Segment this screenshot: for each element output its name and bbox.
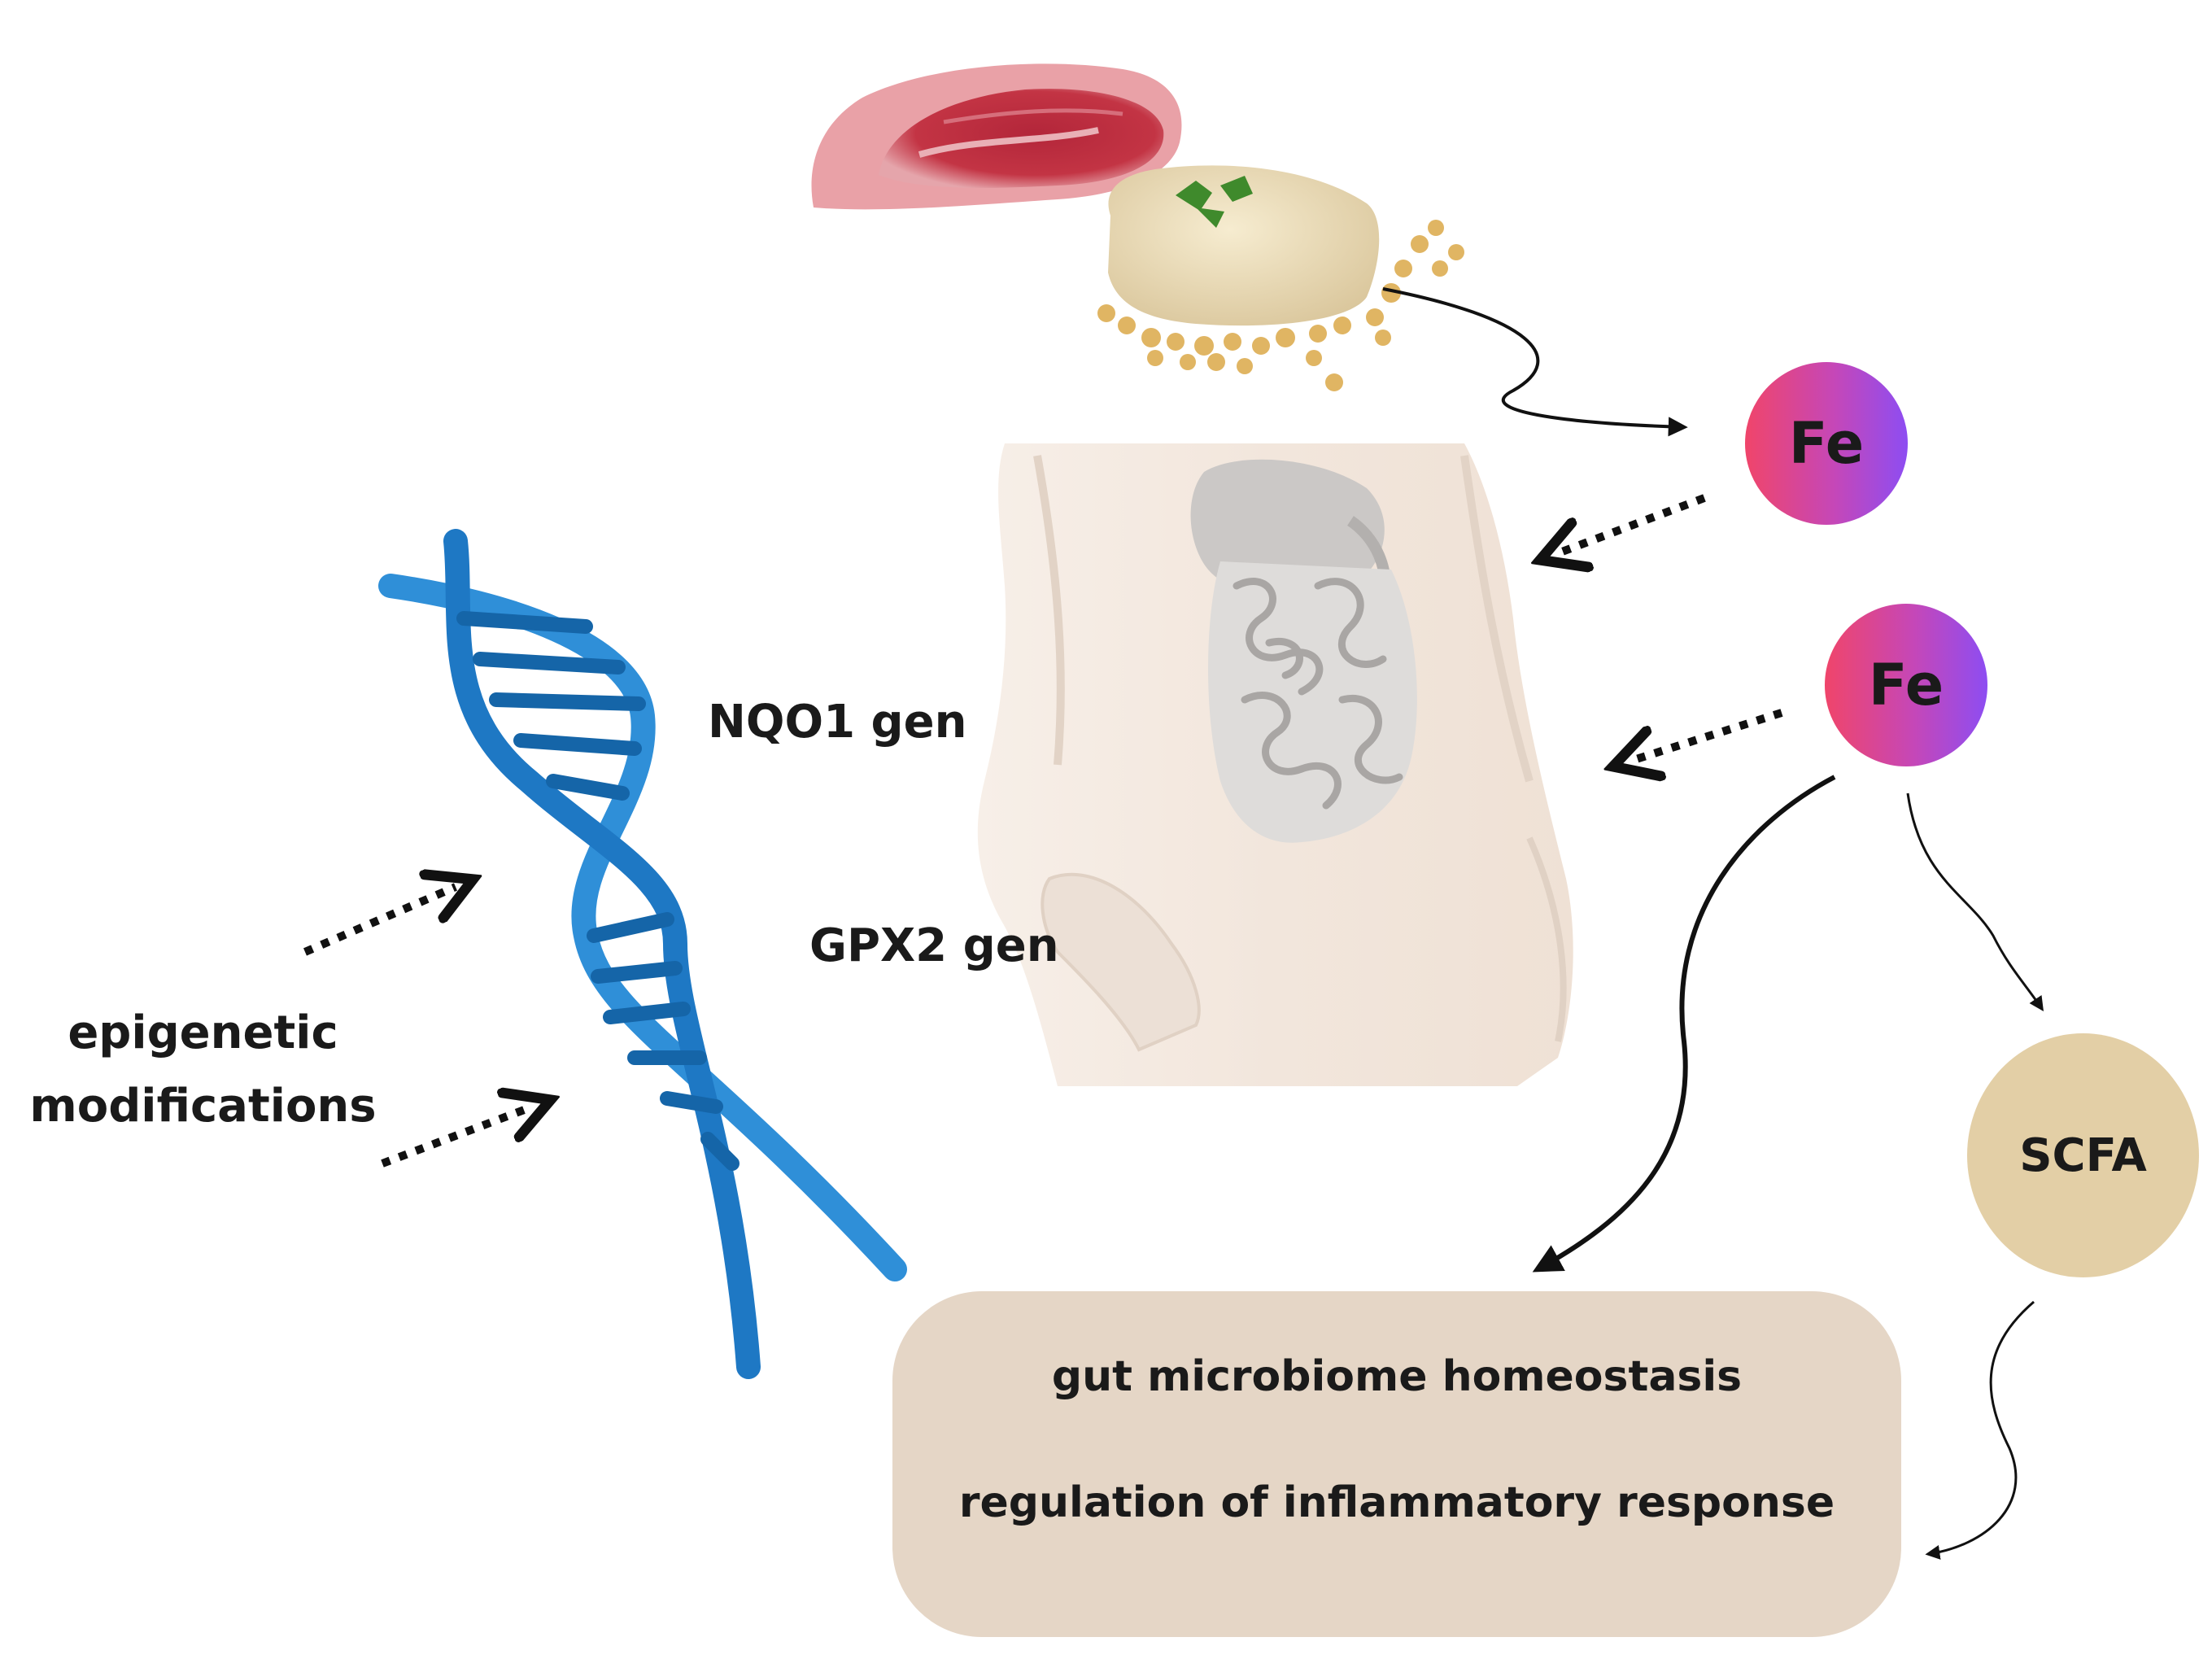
fe-to-scfa-arrow [1906,792,2044,1011]
human-torso-image [977,443,1573,1086]
scfa-node: SCFA [1967,1033,2199,1277]
epigenetic-label-line-2: modifications [29,1080,377,1133]
scfa-to-outcome-arrow [1925,1300,2035,1560]
gene-label-nqo1: NQO1 gen [708,696,967,749]
fe-middle-label: Fe [1868,652,1944,718]
red-meat-image [811,63,1182,210]
fe-top-to-torso-arrow [1558,494,1706,553]
epigenetic-label: epigenetic modifications [18,997,388,1143]
outcome-gut-microbiome: gut microbiome homeostasis [1051,1352,1743,1401]
outcome-inflammatory-response: regulation of inflammatory response [958,1478,1835,1527]
fe-to-outcome-arrow [1532,775,1836,1273]
food-to-fe-arrow [1382,287,1688,437]
tofu-soybeans-image [1097,165,1464,391]
fe-top-label: Fe [1788,410,1865,477]
dna-helix-image [378,529,907,1379]
fe-middle-to-torso-arrow [1631,709,1783,761]
epigenetic-arrow-lower [381,1107,533,1168]
scfa-label: SCFA [2019,1129,2147,1182]
epigenetic-arrow-upper [303,887,456,956]
outcome-box: gut microbiome homeostasis regulation of… [892,1291,1901,1637]
epigenetic-label-line-1: epigenetic [68,1006,338,1059]
fe-node-middle: Fe [1825,604,1987,766]
fe-node-top: Fe [1745,362,1908,525]
gene-label-gpx2: GPX2 gen [809,919,1059,972]
